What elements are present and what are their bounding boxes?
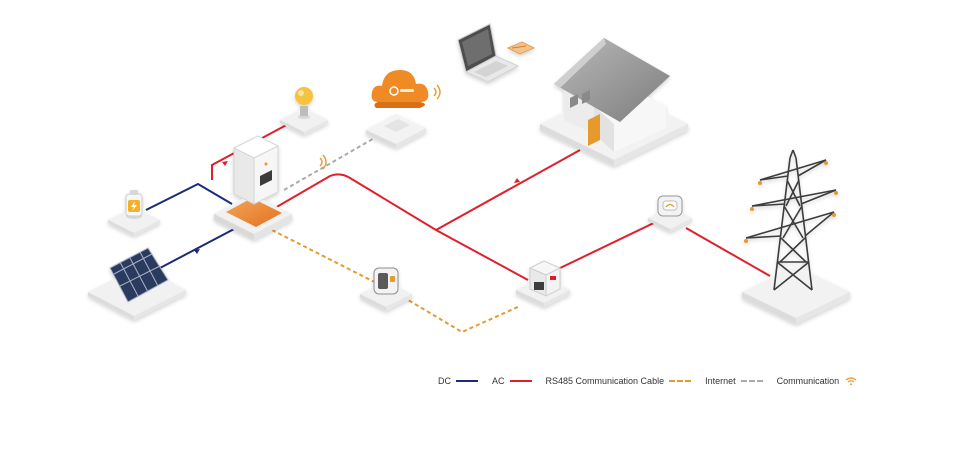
legend-dc-label: DC <box>438 376 451 386</box>
legend-internet-label: Internet <box>705 376 736 386</box>
wifi-icon <box>433 84 441 100</box>
smart-load[interactable] <box>280 87 328 135</box>
meter-icon <box>528 260 562 297</box>
power-tower[interactable] <box>742 149 850 324</box>
ac-line-meter <box>555 219 661 271</box>
dc-line-solar <box>159 227 237 269</box>
inverter[interactable] <box>214 135 292 240</box>
battery[interactable] <box>108 190 160 236</box>
transmission-tower-icon <box>745 149 837 291</box>
dc-line-swatch <box>456 380 478 382</box>
cloud[interactable] <box>371 70 429 108</box>
grid-meter-icon <box>657 195 683 217</box>
house-icon <box>554 38 670 152</box>
solar-panel-icon <box>109 247 169 303</box>
dc-line-battery <box>145 182 233 211</box>
dc-lines <box>145 182 237 269</box>
legend-ac: AC <box>492 376 532 386</box>
internet-line-swatch <box>740 380 763 382</box>
cloud-icon <box>371 70 429 108</box>
legend-internet: Internet <box>705 376 763 386</box>
legend-rs485-label: RS485 Communication Cable <box>545 376 665 386</box>
ac-line-house <box>435 149 581 231</box>
ac-line-main <box>267 173 529 281</box>
legend-communication: Communication <box>777 376 858 386</box>
internet-line <box>283 135 379 191</box>
ac-line-swatch <box>509 380 532 382</box>
router-icon <box>384 119 410 132</box>
ac-lines <box>211 121 771 281</box>
house[interactable] <box>540 38 688 166</box>
energy-meter-icon <box>373 267 399 295</box>
legend-communication-label: Communication <box>776 376 840 386</box>
wifi-icon <box>845 377 857 386</box>
legend-dc: DC <box>438 376 478 386</box>
battery-icon <box>125 190 143 219</box>
ac-line-tower <box>685 227 771 277</box>
rs485-lines <box>271 229 521 334</box>
solar-panel[interactable] <box>88 247 186 320</box>
legend-ac-label: AC <box>492 376 505 386</box>
meter[interactable] <box>516 260 570 307</box>
rs485-line <box>271 229 521 334</box>
energy-meter[interactable] <box>360 267 412 311</box>
light-bulb-icon <box>295 87 313 119</box>
laptop[interactable] <box>457 23 536 83</box>
legend: DC AC RS485 Communication Cable Internet… <box>438 376 857 386</box>
router[interactable] <box>366 114 426 148</box>
grid-meter[interactable] <box>648 195 692 232</box>
laptop-icon <box>457 23 520 83</box>
wifi-icon <box>319 154 327 170</box>
rs485-line-swatch <box>669 380 692 382</box>
ac-line-load <box>211 121 293 180</box>
legend-rs485: RS485 Communication Cable <box>546 376 692 386</box>
inverter-icon <box>232 135 280 205</box>
internet-lines <box>283 135 379 191</box>
phone-icon <box>506 41 536 55</box>
